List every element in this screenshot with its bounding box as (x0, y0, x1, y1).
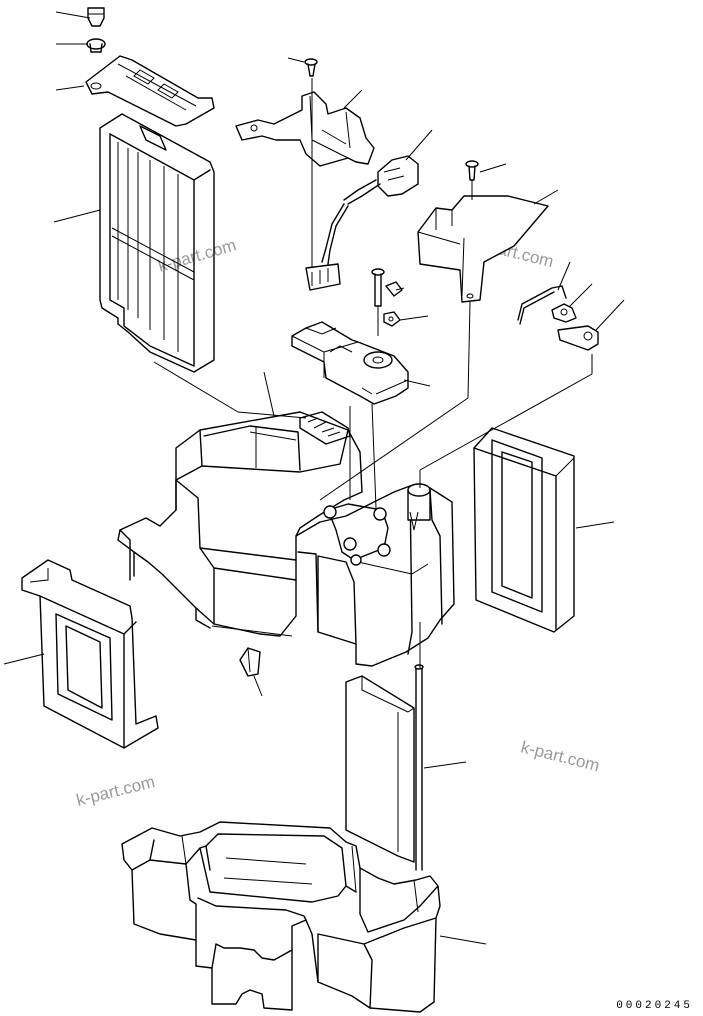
screw-part (304, 58, 318, 77)
leader-lines-center-top (287, 57, 363, 268)
leader-lines-case (153, 361, 469, 509)
heater-core-part (345, 675, 415, 863)
heater-upper-case-part (117, 411, 455, 667)
leader-line (3, 653, 45, 665)
watermark-text: k-part.com (74, 772, 157, 810)
leader-line (439, 935, 487, 945)
drawing-number: 00020245 (616, 1000, 693, 1012)
air-filter-frame-part (99, 113, 215, 373)
leader-line (53, 209, 101, 223)
seal-frame-part (21, 559, 159, 749)
wire-harness-part (305, 155, 419, 291)
actuator-motor-part (291, 321, 409, 405)
leader-line (253, 675, 263, 697)
clip-part (86, 38, 106, 53)
screw-part (465, 160, 479, 181)
duct-gasket-part (473, 427, 575, 633)
clamp-part (551, 303, 577, 323)
bracket-plate-part (85, 55, 215, 127)
leader-line (423, 761, 467, 769)
watermark-text: k-part.com (156, 235, 238, 275)
mounting-bracket-part (235, 91, 375, 167)
leader-line (405, 129, 433, 161)
leader-lines-right-top (467, 163, 559, 399)
leader-line (575, 521, 615, 529)
clamp-part (557, 325, 599, 351)
link-rod-part (517, 285, 567, 325)
watermark-text: k-part.com (519, 737, 602, 775)
push-knob-part (87, 7, 105, 27)
screw-part (371, 268, 385, 307)
leader-lines-screws (395, 287, 429, 321)
nut-part (383, 311, 401, 327)
leader-line (403, 379, 431, 387)
leader-lines-top-left (55, 11, 91, 91)
heater-lower-case-part (121, 821, 441, 1013)
retainer-clip-part (239, 647, 261, 677)
pipe-rod-part (414, 664, 424, 871)
small-screw-part (385, 281, 403, 297)
side-bracket-part (417, 195, 549, 303)
leader-lines-right-clips (419, 261, 625, 471)
